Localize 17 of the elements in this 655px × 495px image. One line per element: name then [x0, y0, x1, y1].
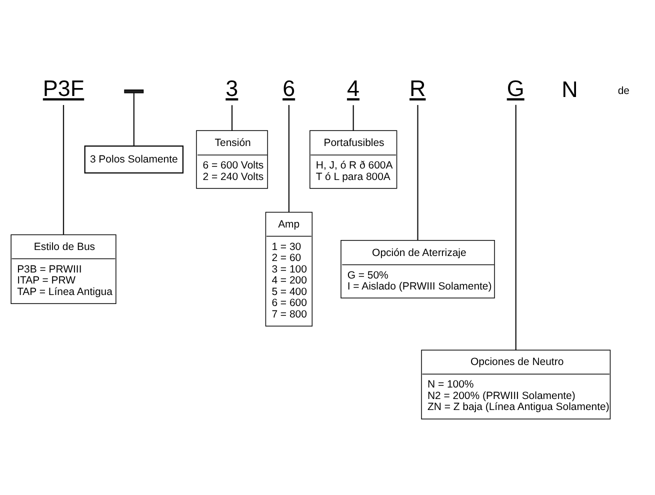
node-text: 3: [226, 76, 238, 102]
label: de: [618, 86, 630, 98]
label: N: [562, 76, 578, 102]
node-text: G: [506, 76, 524, 102]
connector: [515, 104, 516, 350]
connector: [62, 105, 64, 235]
node-bar: [124, 89, 144, 94]
connector: [417, 105, 418, 240]
node-box: 3 Polos Solamente: [84, 145, 184, 174]
connector: [133, 93, 134, 146]
node-text: P3F: [42, 76, 84, 102]
node-text: 4: [346, 76, 360, 102]
connector: [352, 105, 354, 131]
node-text: R: [410, 76, 426, 102]
connector: [288, 105, 290, 212]
node-text: 6: [282, 76, 296, 102]
connector: [231, 105, 233, 131]
